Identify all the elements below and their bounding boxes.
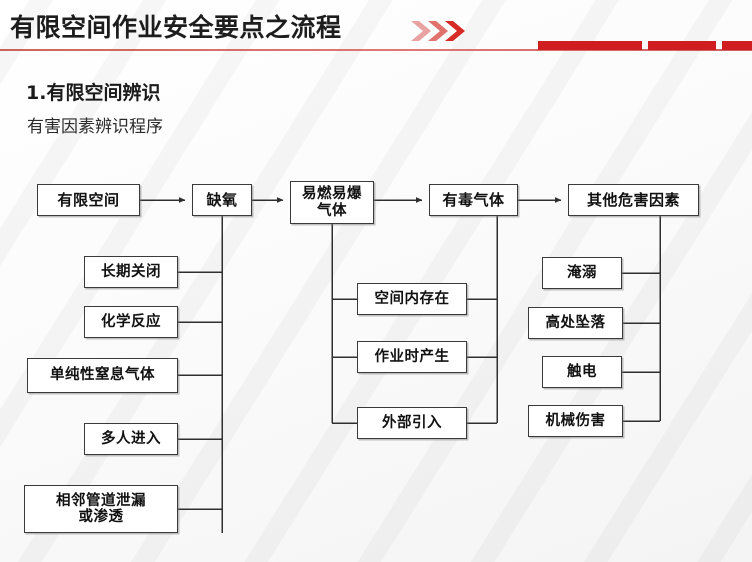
section-heading: 1.有限空间辨识 <box>26 82 161 104</box>
flow-node-drowning[interactable]: 淹溺 <box>542 257 622 289</box>
flow-node-generated-during-work[interactable]: 作业时产生 <box>357 341 467 373</box>
flow-node-adjacent-pipe-leak[interactable]: 相邻管道泄漏 或渗透 <box>24 485 178 533</box>
flow-node-multiple-people-entry[interactable]: 多人进入 <box>84 423 178 455</box>
flow-node-fall-from-height[interactable]: 高处坠落 <box>528 307 623 339</box>
slide-header: 有限空间作业安全要点之流程 <box>0 0 752 56</box>
flow-node-mechanical-injury[interactable]: 机械伤害 <box>528 405 623 437</box>
header-accent-block-2 <box>648 41 716 50</box>
flow-node-oxygen-deficiency[interactable]: 缺氧 <box>192 184 252 216</box>
flow-node-simple-asphyxiant-gas[interactable]: 单纯性窒息气体 <box>27 358 178 393</box>
flow-node-long-term-closure[interactable]: 长期关闭 <box>84 256 178 288</box>
section-subheading: 有害因素辨识程序 <box>27 117 163 137</box>
flow-node-exists-in-space[interactable]: 空间内存在 <box>357 283 467 315</box>
flow-node-chemical-reaction[interactable]: 化学反应 <box>84 306 178 338</box>
flow-node-flammable-explosive-gas[interactable]: 易燃易爆 气体 <box>290 181 374 224</box>
flow-node-toxic-gas[interactable]: 有毒气体 <box>429 184 518 216</box>
flow-node-electric-shock[interactable]: 触电 <box>542 356 622 388</box>
header-divider-rule <box>0 49 752 51</box>
page-title: 有限空间作业安全要点之流程 <box>10 13 342 42</box>
flow-node-confined-space[interactable]: 有限空间 <box>37 184 140 216</box>
header-accent-block-3 <box>722 41 752 50</box>
flow-node-other-hazard-factors[interactable]: 其他危害因素 <box>568 184 699 216</box>
double-chevron-right-icon <box>409 19 471 43</box>
flow-node-external-introduction[interactable]: 外部引入 <box>357 407 467 439</box>
header-accent-block-1 <box>538 41 642 50</box>
